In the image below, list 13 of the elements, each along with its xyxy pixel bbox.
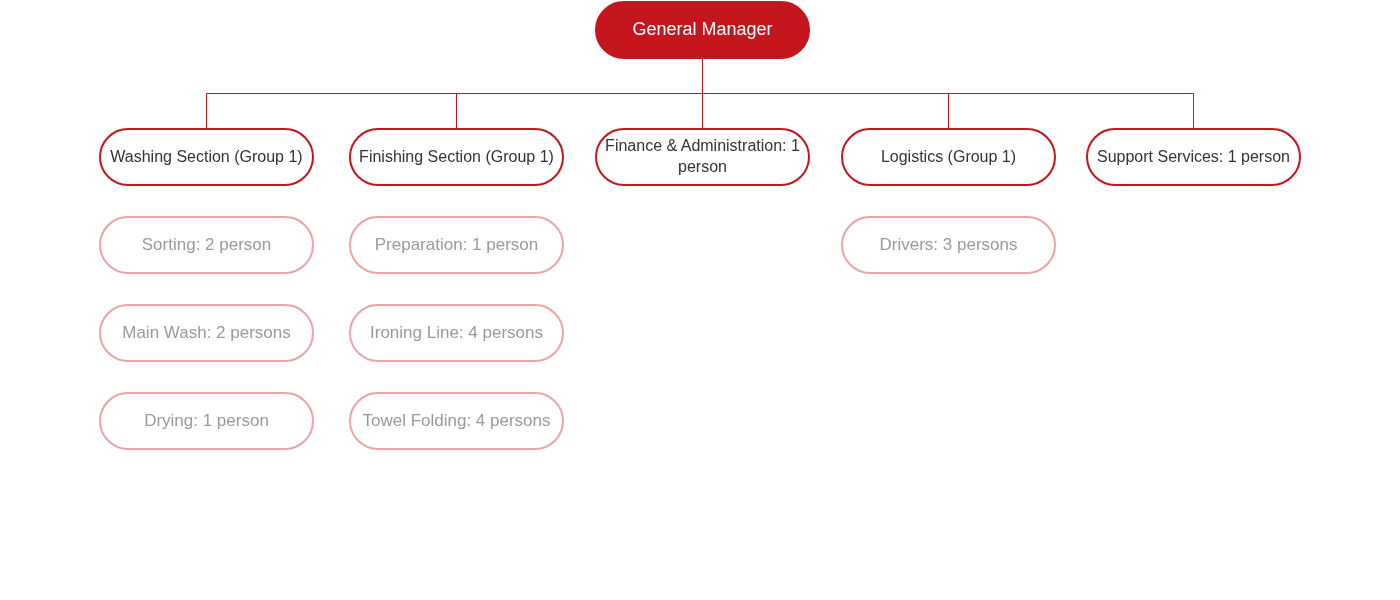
team-pill: Main Wash: 2 persons xyxy=(99,304,314,362)
team-pill: Drying: 1 person xyxy=(99,392,314,450)
section-pill: Washing Section (Group 1) xyxy=(99,128,314,186)
manager-pill: General Manager xyxy=(595,1,810,59)
team-pill: Ironing Line: 4 persons xyxy=(349,304,564,362)
section-pill: Support Services: 1 person xyxy=(1086,128,1301,186)
section-pill: Finance & Administration: 1 person xyxy=(595,128,810,186)
team-pill: Drivers: 3 persons xyxy=(841,216,1056,274)
team-pill: Towel Folding: 4 persons xyxy=(349,392,564,450)
section-pill: Logistics (Group 1) xyxy=(841,128,1056,186)
team-pill: Preparation: 1 person xyxy=(349,216,564,274)
team-pill: Sorting: 2 person xyxy=(99,216,314,274)
section-pill: Finishing Section (Group 1) xyxy=(349,128,564,186)
